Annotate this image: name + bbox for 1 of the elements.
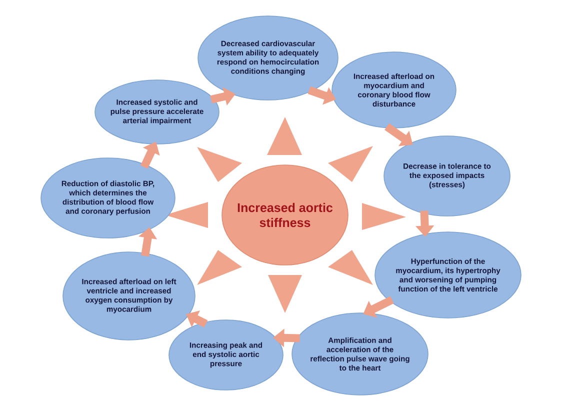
center-oval: Increased aortic stiffness (222, 164, 348, 266)
